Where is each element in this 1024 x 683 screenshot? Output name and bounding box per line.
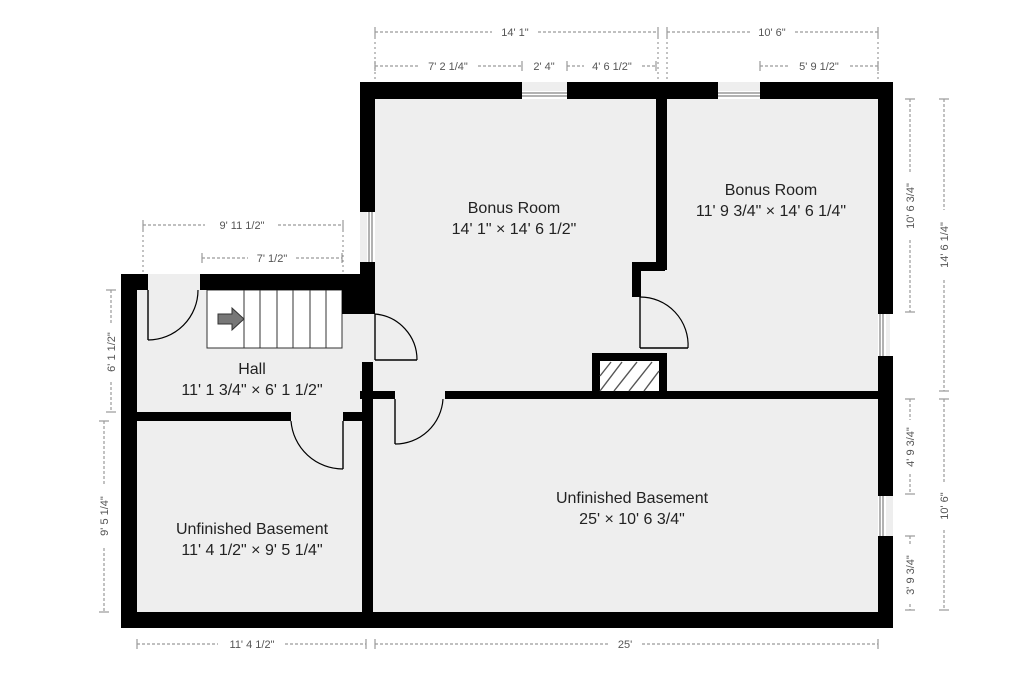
stairs xyxy=(206,289,343,349)
dim-hall-top-outer: 9' 11 1/2" xyxy=(220,220,265,232)
dim-bottom-left: 11' 4 1/2" xyxy=(230,639,275,651)
dim-top-seg-2: 2' 4" xyxy=(533,61,554,73)
dim-left-hall: 6' 1 1/2" xyxy=(106,332,118,372)
doors xyxy=(147,289,689,470)
small-basement-floor xyxy=(121,415,373,627)
small-basement-name: Unfinished Basement xyxy=(176,521,329,538)
hall-size: 11' 1 3/4" × 6' 1 1/2" xyxy=(181,382,322,399)
windows xyxy=(367,91,886,536)
dim-hall-top-inner: 7' 1/2" xyxy=(257,253,288,265)
bonus-rooms-floor xyxy=(360,82,890,397)
large-basement-size: 25' × 10' 6 3/4" xyxy=(579,511,685,528)
walls xyxy=(121,82,893,628)
dim-top-overall-left: 14' 1" xyxy=(501,27,529,39)
dim-right-inner-top: 10' 6 3/4" xyxy=(905,183,917,229)
bonus-room-2-name: Bonus Room xyxy=(725,182,818,199)
dimension-lines: 14' 1" 10' 6" 7' 2 1/4" 2' 4" 4' 6 1/2" … xyxy=(99,27,951,651)
dim-top-overall-right: 10' 6" xyxy=(758,27,786,39)
bonus-room-2-size: 11' 9 3/4" × 14' 6 1/4" xyxy=(696,203,846,220)
dim-right-outer-top: 14' 6 1/4" xyxy=(939,222,951,268)
bonus-room-1-size: 14' 1" × 14' 6 1/2" xyxy=(452,221,577,238)
small-basement-size: 11' 4 1/2" × 9' 5 1/4" xyxy=(181,542,322,559)
dim-right-inner-mid: 4' 9 3/4" xyxy=(905,427,917,467)
room-labels: Bonus Room 14' 1" × 14' 6 1/2" Bonus Roo… xyxy=(176,182,846,559)
dim-right-inner-bottom: 3' 9 3/4" xyxy=(905,555,917,595)
dim-top-seg-1: 7' 2 1/4" xyxy=(428,61,468,73)
dim-top-seg-3: 4' 6 1/2" xyxy=(592,61,632,73)
dim-left-basement: 9' 5 1/4" xyxy=(99,496,111,536)
dim-right-outer-bottom: 10' 6" xyxy=(939,492,951,520)
large-basement-name: Unfinished Basement xyxy=(556,490,709,507)
dim-top-seg-4: 5' 9 1/2" xyxy=(799,61,839,73)
chimney-hatch xyxy=(599,361,660,392)
hall-name: Hall xyxy=(238,361,266,378)
arrow-right-icon xyxy=(217,306,245,332)
large-basement-floor xyxy=(369,392,893,627)
bonus-room-1-name: Bonus Room xyxy=(468,200,561,217)
dim-bottom-right: 25' xyxy=(618,639,632,651)
